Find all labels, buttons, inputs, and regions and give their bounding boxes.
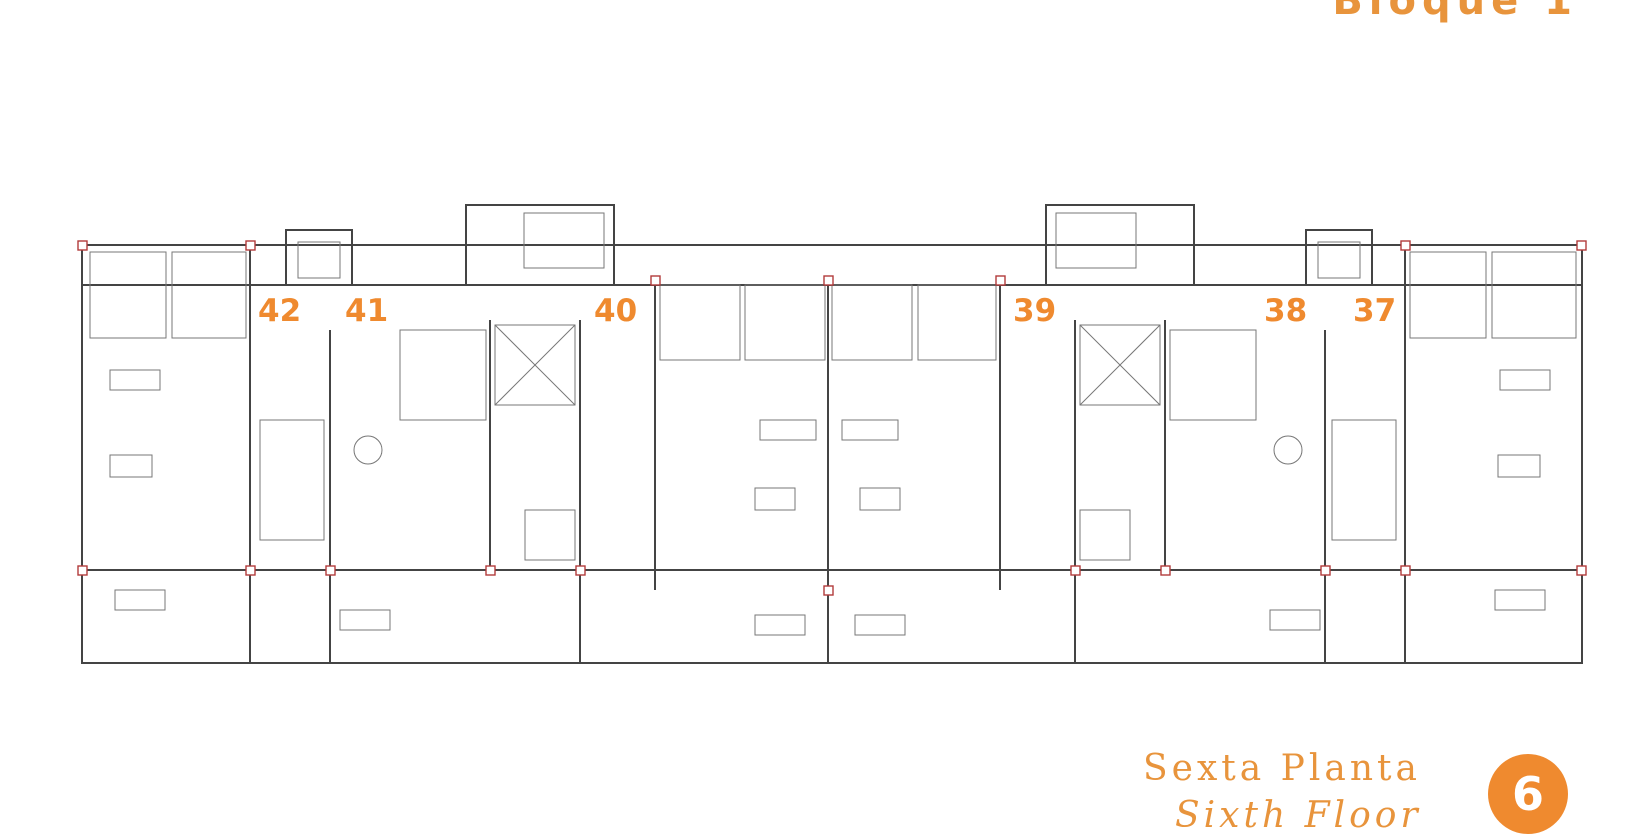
unit-walls xyxy=(249,245,1406,663)
floor-name-spanish: Sexta Planta xyxy=(1143,748,1421,789)
unit-label-42: 42 xyxy=(258,293,302,329)
stair-cores xyxy=(285,204,1373,286)
unit-label-39: 39 xyxy=(1013,293,1057,329)
unit-label-41: 41 xyxy=(345,293,389,329)
columns xyxy=(77,240,1587,596)
unit-label-37: 37 xyxy=(1353,293,1397,329)
unit-label-40: 40 xyxy=(594,293,638,329)
rooms xyxy=(89,251,1577,561)
block-title: Bloque 1 xyxy=(1332,0,1578,24)
floor-number-badge: 6 xyxy=(1488,754,1568,834)
furniture xyxy=(109,369,1551,636)
unit-label-38: 38 xyxy=(1264,293,1308,329)
floor-name-english: Sixth Floor xyxy=(1175,795,1422,836)
